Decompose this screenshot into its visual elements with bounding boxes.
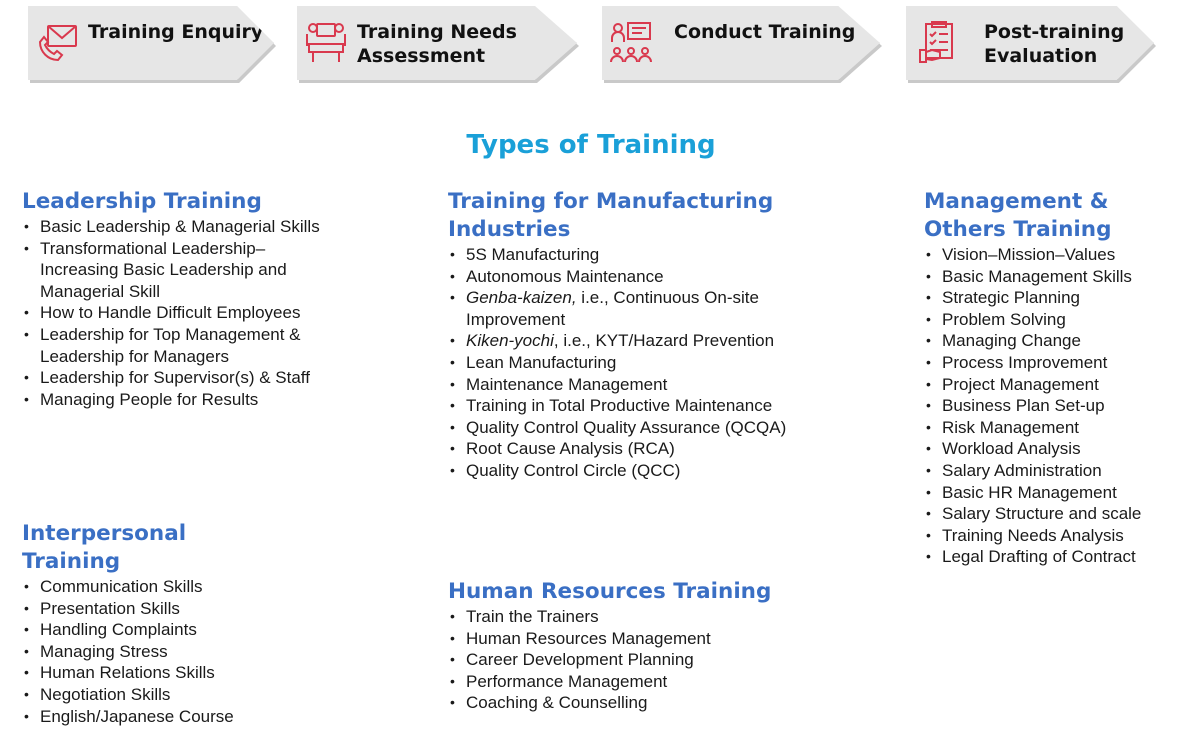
list-item: Training Needs Analysis [924,525,1174,547]
list-item: Lean Manufacturing [448,352,798,374]
list-item: 5S Manufacturing [448,244,798,266]
list-item: Leadership for Supervisor(s) & Staff [22,367,322,389]
list-item: Genba-kaizen, i.e., Continuous On-site I… [448,287,798,330]
step-label: Conduct Training [674,21,856,43]
list-item: Negotiation Skills [22,684,322,706]
step-training-enquiry: Training Enquiry [28,6,274,80]
step-label: Post-training Evaluation [984,21,1125,67]
list-item: Salary Structure and scale [924,503,1174,525]
item-text: , i.e., KYT/Hazard Prevention [553,331,775,351]
hr-list: Train the TrainersHuman Resources Manage… [448,606,808,714]
management-section: Management & Others Training Vision–Miss… [924,188,1174,568]
list-item: Presentation Skills [22,598,322,620]
interpersonal-section: Interpersonal Training Communication Ski… [22,520,322,727]
list-item: Communication Skills [22,576,322,598]
list-item: Kiken-yochi, i.e., KYT/Hazard Prevention [448,330,798,352]
italic-term: Genba-kaizen, [466,288,577,308]
interpersonal-list: Communication SkillsPresentation SkillsH… [22,576,322,727]
list-item: Performance Management [448,671,808,693]
item-text: Training in Total Productive Maintenance [466,396,773,416]
section-title: Interpersonal Training [22,521,187,574]
list-item: Human Resources Management [448,628,808,650]
list-item: How to Handle Difficult Employees [22,302,322,324]
list-item: Process Improvement [924,352,1174,374]
page-title: Types of Training [466,130,716,160]
step-post-training-evaluation: Post-training Evaluation [906,6,1154,80]
step-label: Training Needs Assessment [357,21,517,67]
item-text: Lean Manufacturing [466,352,617,372]
item-text: 5S Manufacturing [466,245,600,264]
list-item: Vision–Mission–Values [924,244,1174,266]
item-text: Root Cause Analysis (RCA) [466,439,675,459]
list-item: Basic HR Management [924,482,1174,504]
list-item: Handling Complaints [22,619,322,641]
meeting-table-icon [306,23,346,62]
hr-section: Human Resources Training Train the Train… [448,578,808,714]
list-item: English/Japanese Course [22,706,322,728]
list-item: Coaching & Counselling [448,692,808,714]
item-text: Autonomous Maintenance [466,266,664,286]
management-list: Vision–Mission–ValuesBasic Management Sk… [924,244,1174,568]
section-title: Leadership Training [22,189,262,214]
italic-term: Kiken-yochi [466,331,554,351]
list-item: Managing People for Results [22,389,322,411]
list-item: Managing Stress [22,641,322,663]
list-item: Maintenance Management [448,374,798,396]
list-item: Problem Solving [924,309,1174,331]
step-conduct-training: Conduct Training [602,6,880,80]
manufacturing-list: 5S ManufacturingAutonomous MaintenanceGe… [448,244,798,482]
list-item: Salary Administration [924,460,1174,482]
list-item: Basic Management Skills [924,266,1174,288]
item-text: Quality Control Quality Assurance (QCQA) [466,417,787,437]
list-item: Leadership for Top Management & Leadersh… [22,324,322,367]
list-item: Business Plan Set-up [924,395,1174,417]
presentation-audience-icon [610,22,652,63]
section-title: Management & Others Training [924,189,1112,242]
list-item: Quality Control Quality Assurance (QCQA) [448,417,798,439]
list-item: Strategic Planning [924,287,1174,309]
section-title: Human Resources Training [448,579,772,604]
list-item: Managing Change [924,330,1174,352]
checklist-evaluation-icon [919,21,953,63]
section-title: Training for Manufacturing Industries [448,189,774,242]
list-item: Training in Total Productive Maintenance [448,395,798,417]
list-item: Basic Leadership & Managerial Skills [22,216,322,238]
list-item: Legal Drafting of Contract [924,546,1174,568]
leadership-list: Basic Leadership & Managerial SkillsTran… [22,216,322,410]
list-item: Transformational Leadership–Increasing B… [22,238,322,303]
list-item: Autonomous Maintenance [448,266,798,288]
item-text: Maintenance Management [466,374,668,394]
list-item: Career Development Planning [448,649,808,671]
item-text: Quality Control Circle (QCC) [466,460,681,480]
list-item: Human Relations Skills [22,662,322,684]
list-item: Train the Trainers [448,606,808,628]
manufacturing-section: Training for Manufacturing Industries 5S… [448,188,808,482]
step-training-needs-assessment: Training Needs Assessment [297,6,577,80]
item-text: i.e., Continuous On-site Improvement [466,288,759,329]
mail-phone-icon [38,25,77,62]
list-item: Risk Management [924,417,1174,439]
leadership-section: Leadership Training Basic Leadership & M… [22,188,322,410]
list-item: Workload Analysis [924,438,1174,460]
list-item: Project Management [924,374,1174,396]
list-item: Root Cause Analysis (RCA) [448,438,798,460]
step-label: Training Enquiry [88,21,264,43]
list-item: Quality Control Circle (QCC) [448,460,798,482]
